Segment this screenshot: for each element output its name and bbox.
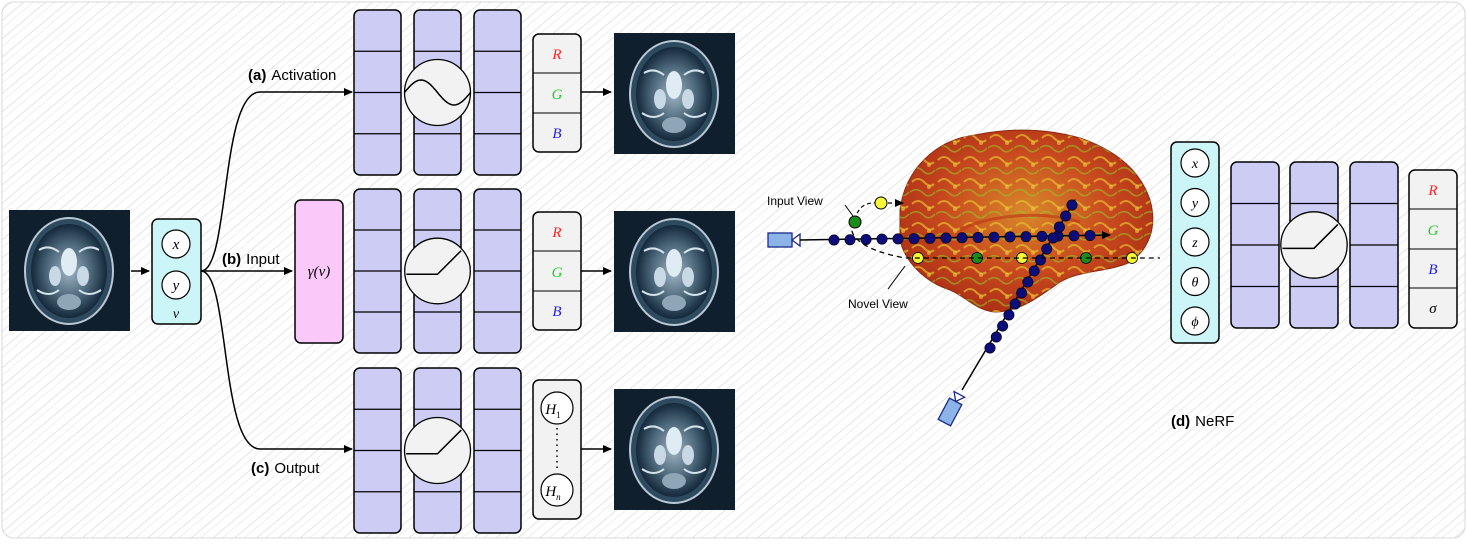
ray-sample <box>1060 210 1072 222</box>
ray-sample <box>940 232 952 244</box>
nerf-input-circle <box>1180 266 1210 297</box>
nerf-out-b: B <box>1428 262 1437 278</box>
mlp-nerf <box>1230 161 1399 329</box>
nerf-out-r: R <box>1427 183 1437 199</box>
nerf-input-label: θ <box>1192 276 1199 291</box>
nerf-input-circle <box>1180 306 1210 336</box>
branch-a-curve <box>200 88 353 272</box>
nerf-input-circle <box>1180 148 1210 178</box>
rgb-output-box-b: R G B <box>532 211 582 331</box>
nerf-input-label: ϕ <box>1191 315 1198 330</box>
branch-c-curve <box>200 270 353 453</box>
ray-sample <box>1016 287 1028 299</box>
coord-y-label: y <box>171 278 180 294</box>
ray-sample <box>908 233 920 245</box>
mri-output-image-a <box>614 33 735 154</box>
ray-sample <box>1034 254 1046 266</box>
mri-input-image <box>9 210 130 331</box>
ray-sample <box>1036 230 1048 242</box>
nerf-input-label: z <box>1191 236 1198 251</box>
ray-sample <box>1020 231 1032 243</box>
ray-sample <box>860 233 872 245</box>
ray-sample <box>844 234 856 246</box>
rgb-r-label: R <box>551 47 561 63</box>
ray-sample <box>1003 309 1015 321</box>
rgb-g-label: G <box>552 87 563 103</box>
input-view-label: Input View <box>767 194 823 208</box>
nerf-out-g: G <box>1428 223 1439 239</box>
nerf-input-circle <box>1180 187 1210 218</box>
nerf-input-circle <box>1180 227 1210 257</box>
nerf-input-label: x <box>1191 157 1199 172</box>
ray-sample <box>1084 230 1096 242</box>
ray-sample <box>1022 276 1034 288</box>
label-nerf: (d)NeRF <box>1171 413 1234 430</box>
ray-sample <box>892 233 904 245</box>
dashed-view-path <box>850 221 1160 259</box>
ray-sample <box>990 331 1002 343</box>
novel-camera-icon <box>937 390 967 427</box>
ray-sample <box>1053 221 1065 233</box>
nerf-input-label: y <box>1190 197 1199 212</box>
input-view-yellow-marker <box>874 196 888 210</box>
activation-icon <box>403 416 472 485</box>
mlp-input <box>353 188 522 354</box>
head-last-label: Hn <box>544 484 561 502</box>
mlp-activation <box>353 9 522 176</box>
label-activation: (a)Activation <box>248 67 336 84</box>
ray-sample <box>1028 265 1040 277</box>
ray-sample <box>956 232 968 244</box>
rgb-g-label: G <box>552 265 563 281</box>
rgb-b-label: B <box>552 304 561 320</box>
nerf-out-sigma: σ <box>1429 301 1437 317</box>
encoding-box: γ(v) <box>294 199 344 344</box>
ray-sample <box>1068 230 1080 242</box>
brain-render <box>899 129 1154 313</box>
head-first-label: H1 <box>544 402 560 420</box>
coordinate-input-box: x y v <box>151 218 202 325</box>
ray-sample <box>1066 199 1078 211</box>
ray-sample <box>876 233 888 245</box>
mri-output-image-c <box>614 389 735 510</box>
nerf-input-box: x y z θ ϕ <box>1170 141 1220 344</box>
input-view-marker <box>848 215 862 229</box>
novel-view-leader <box>887 265 906 290</box>
coord-v-label: v <box>173 307 180 322</box>
ray-sample <box>1004 231 1016 243</box>
coord-x-label: x <box>172 237 180 253</box>
hash-heads-box: H1 Hn <box>532 379 582 520</box>
nerf-output-box: R G B σ <box>1408 169 1458 329</box>
rgb-output-box-a: R G B <box>532 33 582 153</box>
activation-icon <box>1280 211 1348 279</box>
label-output: (c)Output <box>251 460 320 477</box>
rgb-r-label: R <box>551 225 561 241</box>
input-view-leader <box>844 204 854 217</box>
ray-sample <box>924 232 936 244</box>
ray-sample <box>828 234 840 246</box>
ray-sample <box>972 231 984 243</box>
encoding-label: γ(v) <box>308 264 331 280</box>
label-input: (b)Input <box>222 251 280 268</box>
ray-sample <box>1041 243 1053 255</box>
ray-sample <box>984 342 996 354</box>
activation-icon <box>404 237 471 305</box>
ray-sample <box>997 320 1009 332</box>
ray-sample <box>988 231 1000 243</box>
novel-view-label: Novel View <box>848 297 908 311</box>
rgb-b-label: B <box>552 126 561 142</box>
ray-sample <box>1047 232 1059 244</box>
mlp-output <box>353 367 522 534</box>
mri-output-image-b <box>614 211 735 332</box>
ray-sample <box>1009 298 1021 310</box>
